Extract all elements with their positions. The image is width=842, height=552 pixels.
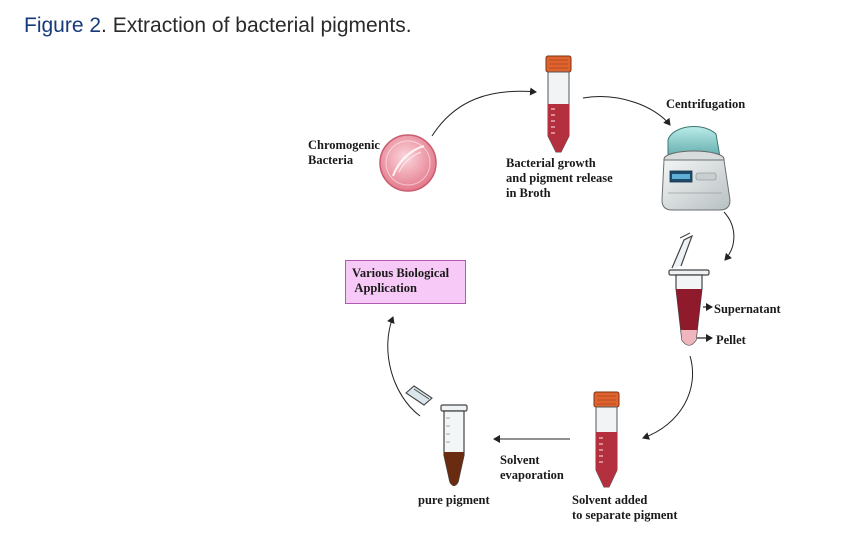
- figure-caption: Figure 2. Extraction of bacterial pigmen…: [24, 14, 412, 38]
- flow-arrow-pigment-to-application: [387, 316, 421, 417]
- centrifugation-label: Centrifugation: [666, 97, 746, 111]
- evaporation-line2: evaporation: [500, 468, 564, 482]
- pure-pigment-label: pure pigment: [418, 493, 490, 507]
- broth-tube-icon: [545, 55, 572, 153]
- evaporation-line1: Solvent: [500, 453, 540, 467]
- centrifuge-icon: [661, 126, 731, 211]
- supernatant-label: Supernatant: [714, 302, 781, 316]
- petri-dish-icon: [379, 134, 437, 192]
- figure-caption-text: . Extraction of bacterial pigments.: [101, 14, 412, 37]
- flow-arrow-broth-to-centrifuge: [582, 96, 671, 126]
- growth-label-line3: in Broth: [506, 186, 551, 200]
- chromogenic-label-line1: Chromogenic: [308, 138, 380, 152]
- growth-label-line1: Bacterial growth: [506, 156, 596, 170]
- chromogenic-label-line2: Bacteria: [308, 153, 354, 167]
- flow-arrow-centrifuge-to-tube: [723, 211, 735, 261]
- biological-application-box: Various Biological Application: [345, 260, 466, 304]
- flow-arrow-tube-to-solvent: [642, 355, 694, 440]
- flow-arrow-dish-to-broth: [431, 87, 537, 137]
- solvent-tube-icon: [593, 391, 620, 488]
- pigment-tube-icon: [405, 385, 468, 487]
- solvent-added-line1: Solvent added: [572, 493, 648, 507]
- figure-label: Figure 2: [24, 14, 102, 37]
- application-line1: Various Biological: [352, 266, 450, 280]
- microcentrifuge-tube-icon: [668, 232, 713, 346]
- pellet-label: Pellet: [716, 333, 746, 347]
- growth-label-line2: and pigment release: [506, 171, 613, 185]
- application-line2: Application: [352, 281, 417, 295]
- solvent-added-line2: to separate pigment: [572, 508, 678, 522]
